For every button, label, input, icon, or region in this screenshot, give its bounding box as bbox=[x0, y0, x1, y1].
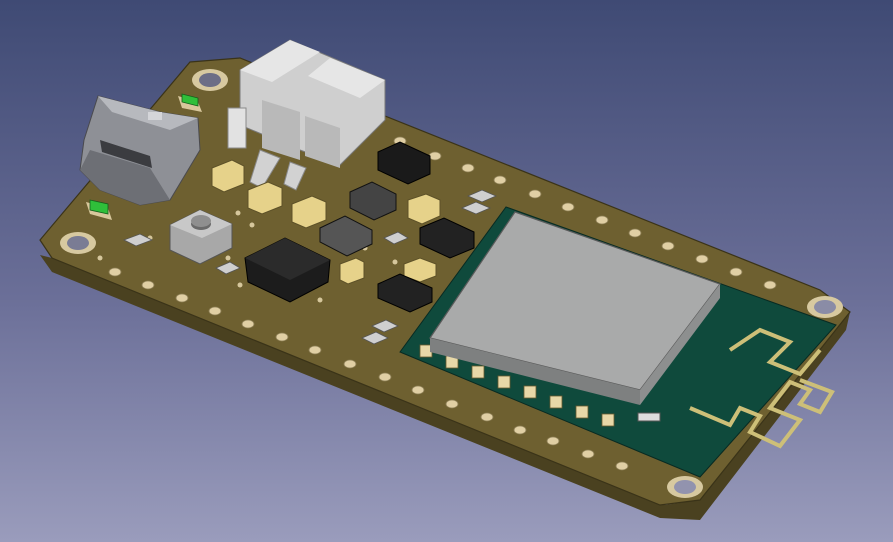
resistors bbox=[123, 189, 498, 345]
small-transistors bbox=[319, 141, 475, 313]
rf-shield-can bbox=[429, 211, 721, 405]
tactile-button[interactable] bbox=[169, 209, 233, 265]
jst-connector[interactable] bbox=[227, 39, 386, 191]
capacitors bbox=[211, 159, 441, 285]
vias bbox=[97, 210, 398, 303]
led-green-top bbox=[178, 93, 202, 112]
led-green-bottom bbox=[86, 199, 112, 220]
usb-connector[interactable] bbox=[79, 95, 201, 206]
header-pads-bottom bbox=[108, 267, 629, 471]
pcb-antenna-trace bbox=[689, 378, 835, 449]
main-ic-chip bbox=[244, 237, 331, 303]
